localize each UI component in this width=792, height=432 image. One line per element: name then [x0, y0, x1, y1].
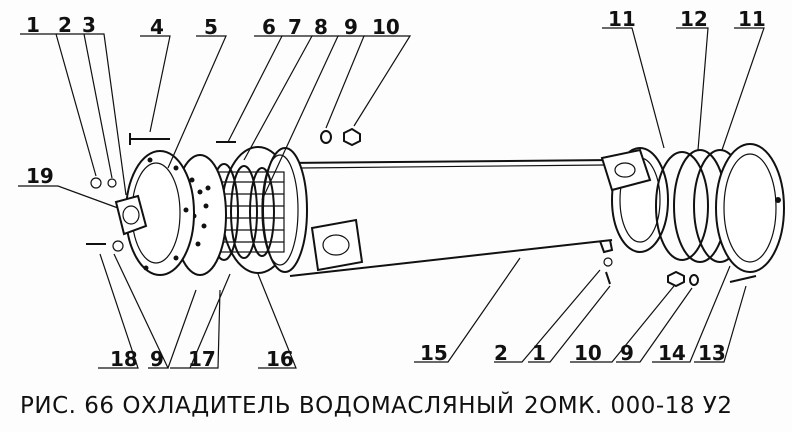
leader-lines [18, 27, 765, 369]
callout-16: 16 [266, 347, 294, 371]
callout-17: 17 [188, 347, 216, 371]
callout-2: 2 [58, 13, 72, 37]
callout-13: 13 [698, 341, 726, 365]
callout-1: 1 [26, 13, 40, 37]
callout-9: 9 [344, 15, 358, 39]
callout-11: 11 [608, 7, 636, 31]
callout-2: 2 [494, 341, 508, 365]
figure-caption: РИС. 66 ОХЛАДИТЕЛЬ ВОДОМАСЛЯНЫЙ [20, 393, 515, 419]
callout-3: 3 [82, 13, 96, 37]
callout-8: 8 [314, 15, 328, 39]
callout-7: 7 [288, 15, 302, 39]
callout-15: 15 [420, 341, 448, 365]
callout-9: 9 [620, 341, 634, 365]
callout-6: 6 [262, 15, 276, 39]
front-cover [114, 150, 195, 276]
callout-labels: 1 2 3 4 5 6 7 8 9 10 11 12 11 19 18 9 17… [26, 7, 766, 371]
callout-10: 10 [372, 15, 400, 39]
callout-10: 10 [574, 341, 602, 365]
callout-12: 12 [680, 7, 708, 31]
rear-rings [655, 143, 785, 273]
tube-bundle [209, 146, 308, 274]
callout-19: 19 [26, 164, 54, 188]
drawing-number: 2ОМК. 000-18 У2 [524, 393, 733, 419]
callout-5: 5 [204, 15, 218, 39]
callout-9: 9 [150, 347, 164, 371]
cooler-shell [284, 147, 669, 277]
callout-1: 1 [532, 341, 546, 365]
callout-14: 14 [658, 341, 686, 365]
callout-11: 11 [738, 7, 766, 31]
callout-18: 18 [110, 347, 138, 371]
callout-4: 4 [150, 15, 164, 39]
fasteners [86, 127, 757, 288]
